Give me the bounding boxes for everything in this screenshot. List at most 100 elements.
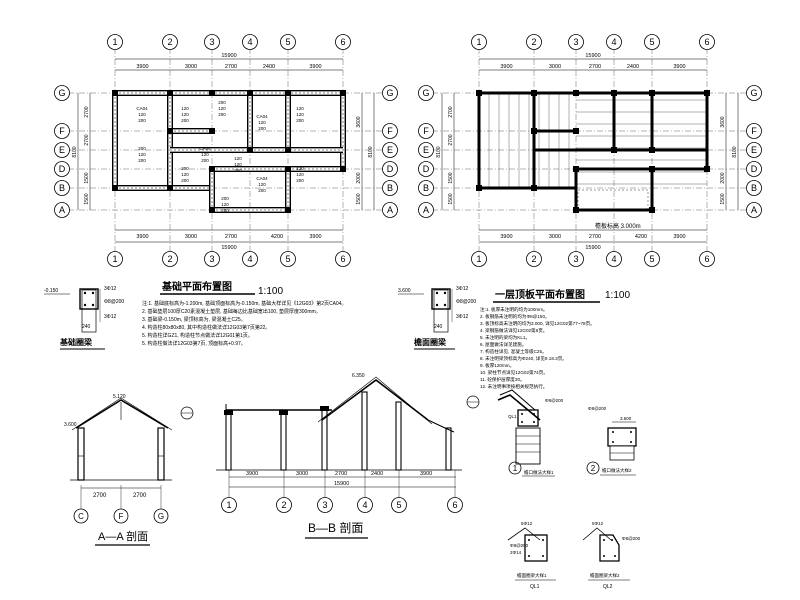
axis-bubble-left-B-text: B (59, 183, 65, 193)
first-floor-plan-scale: 1:100 (605, 290, 630, 301)
aa-span-2: 2700 (133, 493, 147, 499)
plan-top-span: 2700 (589, 64, 601, 70)
axis-bubble-left-E: E (418, 142, 434, 158)
axis-bubble-left-G: G (418, 85, 434, 101)
first-floor-plan-notes: 注:1. 板厚未注明的均为100mm。 2. 板钢筋未注明的均为Φ8@150。 … (480, 306, 595, 390)
axis-bubble-top-5-text: 5 (649, 37, 654, 47)
axis-bubble-bottom-3-text: 3 (573, 254, 578, 264)
axis-bubble-bottom-2-text: 2 (167, 254, 172, 264)
axis-bubble-bottom-6-text: 6 (704, 254, 709, 264)
foundation-label: CA04 (256, 114, 268, 119)
detail1-number: 1 (513, 464, 518, 473)
foundation-plan-notes: 注:1. 基础底标高为-1.200m, 基础顶面标高为-0.150m, 基础大样… (142, 300, 347, 347)
axis-bubble-right-A-text: A (387, 205, 393, 215)
slab-note-5: 5. 未注明的梁均为KL1。 (480, 334, 530, 341)
ql1-name: QL1 (530, 584, 540, 590)
plan-top-span: 3900 (673, 64, 685, 70)
roof-ring-beam-label: 檐面圈梁 (414, 337, 447, 347)
bb-axis-1: 1 (221, 497, 237, 513)
section-bb-title: B—B 剖面 (308, 521, 363, 535)
eave-detail-1: Φ8@200 QL1 1 檐口做法大样1 (497, 389, 564, 477)
ql1-bars: 5Φ12 (521, 521, 533, 526)
foundation-label: 120 (296, 166, 304, 171)
bb-axis-2-text: 2 (281, 500, 286, 510)
foundation-label: 200 (181, 178, 189, 183)
axis-bubble-right-A: A (382, 202, 398, 218)
plan-top-span: 2700 (225, 64, 237, 70)
plan-total-bottom: 15900 (221, 245, 236, 251)
plan-top-span: 3900 (500, 64, 512, 70)
foundation-label: CA04 (136, 106, 148, 111)
slab-elevation-label: 檐板标高 3.000m (595, 222, 641, 230)
section-aa-drawing: 5.120 3.600 2700 2700 C F G A—A 剖面 (64, 394, 194, 546)
axis-bubble-bottom-1: 1 (471, 251, 487, 267)
foundation-note-3: 3. 基础梁-0.150m, 梁顶标高为, 梁混凝土C25。 (142, 316, 246, 323)
foundation-label: 120 (181, 172, 189, 177)
axis-bubble-right-G: G (382, 85, 398, 101)
foundation-label: 120 (296, 112, 304, 117)
roof-beam-width: 240 (434, 324, 443, 330)
bb-span-3: 2700 (335, 471, 347, 477)
plan-left-dim: 1500 (448, 193, 454, 204)
axis-bubble-left-A: A (418, 202, 434, 218)
axis-bubble-right-F-text: F (751, 126, 757, 136)
axis-bubble-right-F: F (382, 123, 398, 139)
detail1-ql: QL1 (508, 414, 517, 419)
axis-bubble-bottom-6: 6 (699, 251, 715, 267)
detail2-number: 2 (591, 464, 596, 473)
foundation-label: 200 (218, 112, 226, 117)
ql2-stirrup: Φ8@200 (622, 536, 641, 541)
slab-note-12: 12. 未注明事项按相关规范执行。 (480, 383, 547, 390)
foundation-note-2: 2. 基础垫层100厚C20素混凝土垫层, 基础每边比基础宽出100, 垫层厚度… (142, 308, 321, 315)
foundation-label: 200 (221, 208, 229, 213)
plan-left-total: 8100 (436, 146, 442, 157)
plan-left-dim: 2700 (84, 106, 90, 117)
foundation-label: 200 (181, 166, 189, 171)
foundation-label: 200 (138, 118, 146, 123)
axis-bubble-top-1: 1 (107, 34, 123, 50)
detail1-label: 檐口做法大样1 (524, 469, 554, 476)
foundation-label: 120 (181, 106, 189, 111)
detail2-stirrup: Φ8@200 (588, 406, 607, 411)
plan-left-dim: 2700 (448, 106, 454, 117)
bb-axis-2: 2 (276, 497, 292, 513)
axis-bubble-left-G-text: G (422, 88, 429, 98)
foundation-label: 120 (181, 112, 189, 117)
plan-left-dim: 1500 (84, 172, 90, 183)
bb-total: 15900 (334, 481, 349, 487)
axis-bubble-top-4: 4 (606, 34, 622, 50)
foundation-note-5: 5. 构造柱详GZ1, 构造柱节点做法详12G01第1页。 (142, 332, 253, 339)
axis-bubble-left-A-text: A (59, 205, 65, 215)
plan-total-top: 15900 (585, 53, 600, 59)
foundation-label: 200 (296, 178, 304, 183)
axis-bubble-top-2-text: 2 (167, 37, 172, 47)
foundation-note-6: 5. 构造柱做法详12G03第7页, 顶面标高+0.97。 (142, 340, 246, 347)
axis-bubble-top-1-text: 1 (112, 37, 117, 47)
foundation-label: 120 (296, 106, 304, 111)
slab-note-1: 注:1. 板厚未注明的均为100mm。 (480, 306, 548, 313)
section-aa-title: A—A 剖面 (98, 529, 148, 543)
axis-bubble-top-5: 5 (644, 34, 660, 50)
foundation-label: 120 (138, 152, 146, 157)
ql2-bars: 5Φ12 (592, 521, 604, 526)
axis-bubble-right-E-text: E (751, 145, 757, 155)
foundation-label: 200 (221, 196, 229, 201)
axis-bubble-top-2-text: 2 (531, 37, 536, 47)
ql2-name: QL2 (603, 584, 613, 590)
detail2-label: 檐口做法大样2 (602, 467, 632, 474)
axis-bubble-top-6: 6 (699, 34, 715, 50)
foundation-label: 120 (221, 202, 229, 207)
axis-bubble-left-F-text: F (59, 126, 65, 136)
axis-bubble-bottom-1-text: 1 (476, 254, 481, 264)
axis-bubble-bottom-1-text: 1 (112, 254, 117, 264)
aa-axis-g: G (158, 512, 164, 521)
foundation-label: 120 (258, 182, 266, 187)
axis-bubble-left-B: B (54, 180, 70, 196)
foundation-label: 200 (138, 158, 146, 163)
foundation-label: 120 (201, 152, 209, 157)
axis-bubble-left-A-text: A (423, 205, 429, 215)
